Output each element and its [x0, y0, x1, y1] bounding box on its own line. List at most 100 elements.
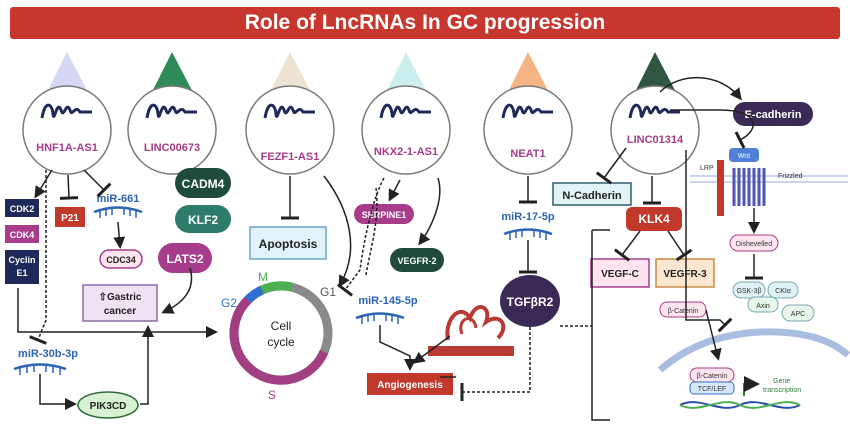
cdk2-box	[5, 199, 39, 217]
ncadherin-box	[552, 182, 632, 206]
serpine1-label: SERPINE1	[362, 210, 407, 220]
dna-helix-icon-2	[679, 401, 801, 409]
cell-cycle-line1: Cell	[271, 319, 292, 333]
rna-strand-icon	[145, 103, 197, 119]
cdk4-box	[5, 225, 39, 243]
dishevelled-label: Dishevelled	[736, 241, 772, 248]
mir17-label: miR-17-5p	[501, 211, 554, 223]
cdc34-box	[99, 249, 143, 269]
serpine1-node	[354, 204, 414, 224]
rna-strand-icon	[379, 103, 431, 119]
cyclin-e1-box	[5, 250, 39, 284]
frizzled-receptor-icon	[732, 168, 766, 206]
cdk2-label: CDK2	[10, 204, 35, 214]
apoptosis-label: Apoptosis	[259, 237, 318, 251]
lncrna-circle-neat1	[483, 85, 573, 175]
nucleus-envelope	[657, 328, 850, 373]
lncrna-fezf1-as1: FEZF1-AS1	[245, 52, 335, 175]
lrp-receptor-icon	[717, 160, 724, 216]
axin-label: Axin	[756, 303, 770, 310]
phase-g2-arc	[244, 285, 265, 304]
vegfc-box	[590, 258, 650, 288]
phase-s-arc	[232, 348, 329, 385]
diagram-title: Role of LncRNAs In GC progression	[244, 11, 606, 34]
cadm4-label: CADM4	[182, 177, 225, 191]
lncrna-nkx2-1-as1: NKX2-1-AS1	[361, 52, 451, 175]
gene-line2: transcription	[763, 387, 801, 394]
mirna-hairpin-icon	[13, 363, 67, 371]
klk4-node	[626, 207, 682, 231]
cdk4-label: CDK4	[10, 230, 35, 240]
mirna-teeth-icon	[509, 229, 547, 240]
lats2-node	[158, 243, 212, 273]
vegfr3-box	[655, 258, 715, 288]
lncrna-label-linc01314: LINC01314	[627, 134, 684, 146]
apc-node	[781, 304, 815, 322]
rna-strand-icon	[263, 103, 315, 119]
mirna-hairpin-icon	[93, 206, 143, 214]
lncrna-circle-hnf1a	[22, 85, 112, 175]
tcf-lef-label: TCF/LEF	[698, 386, 726, 393]
tgfbr2-label: TGFβR2	[507, 295, 554, 309]
mirna-teeth-icon	[19, 364, 61, 375]
cell-membrane-panel: LRP Wnt Frizzled Dishevelled GSK-3β CKIα…	[657, 148, 850, 409]
bcatenin-label: β-Catenin	[668, 308, 699, 315]
apoptosis-box	[249, 226, 327, 260]
lncrna-label-fezf1: FEZF1-AS1	[261, 151, 320, 163]
mir661-label: miR-661	[97, 193, 140, 205]
phase-s-arc-2	[229, 296, 252, 352]
cdc34-label: CDC34	[106, 255, 136, 265]
gastric-line2: cancer	[104, 306, 136, 317]
cell-cycle-wheel: Cell cycle M G2 G1 S	[221, 270, 336, 402]
lrp-label: LRP	[700, 165, 714, 172]
klf2-label: KLF2	[188, 213, 218, 227]
mirna-hairpin-icon	[355, 312, 405, 320]
phase-s-label: S	[268, 388, 276, 402]
vegfr3-label: VEGFR-3	[663, 269, 707, 280]
mirna-hairpin-icon	[503, 228, 553, 236]
angiogenesis-label: Angiogenesis	[377, 380, 443, 391]
lncrna-label-nkx2: NKX2-1-AS1	[374, 146, 438, 158]
gsk3b-label: GSK-3β	[736, 288, 761, 295]
connectors	[17, 76, 763, 421]
gsk3b-node	[732, 281, 766, 299]
phase-m-arc	[260, 281, 294, 295]
lncrna-neat1: NEAT1	[483, 52, 573, 175]
klk4-label: KLK4	[638, 212, 670, 226]
ncadherin-label: N-Cadherin	[562, 190, 622, 202]
rna-strand-icon	[40, 103, 92, 119]
gastric-line1: ⇧Gastric	[99, 292, 142, 303]
lats2-label: LATS2	[166, 252, 203, 266]
ck1a-node	[767, 281, 799, 299]
ck1a-label: CKIα	[775, 288, 791, 295]
lncrna-hnf1a-as1: HNF1A-AS1	[22, 52, 112, 175]
bcatenin-nuclear-label: β-Catenin	[697, 373, 728, 380]
gene-line1: Gene	[773, 378, 790, 385]
rna-strand-icon	[628, 103, 680, 119]
vegfr2-node	[390, 248, 444, 272]
dishevelled-node	[729, 234, 779, 252]
transcription-arrow-icon	[743, 376, 760, 396]
wnt-label: Wnt	[738, 153, 751, 160]
apc-label: APC	[791, 311, 805, 318]
cadm4-node	[175, 168, 231, 198]
mir30b-label: miR-30b-3p	[18, 348, 78, 360]
ecadherin-label: E-cadherin	[745, 109, 802, 121]
pik3cd-label: PIK3CD	[90, 401, 127, 412]
pik3cd-node	[77, 391, 139, 419]
lncrna-label-hnf1a: HNF1A-AS1	[36, 142, 98, 154]
frizzled-label: Frizzled	[778, 173, 803, 180]
wnt-node	[729, 148, 759, 162]
lncrna-label-linc00673: LINC00673	[144, 142, 200, 154]
phase-g1-label: G1	[320, 285, 336, 299]
lncrna-circle-nkx2	[361, 85, 451, 175]
angiogenesis-box	[367, 373, 453, 395]
vegfr2-label: VEGFR-2	[397, 256, 436, 266]
mirna-teeth-icon	[99, 207, 137, 218]
ecadherin-node	[733, 102, 813, 126]
title-banner: Role of LncRNAs In GC progression	[10, 7, 840, 39]
mir145-label: miR-145-5p	[358, 295, 418, 307]
rna-strand-icon	[501, 103, 553, 119]
